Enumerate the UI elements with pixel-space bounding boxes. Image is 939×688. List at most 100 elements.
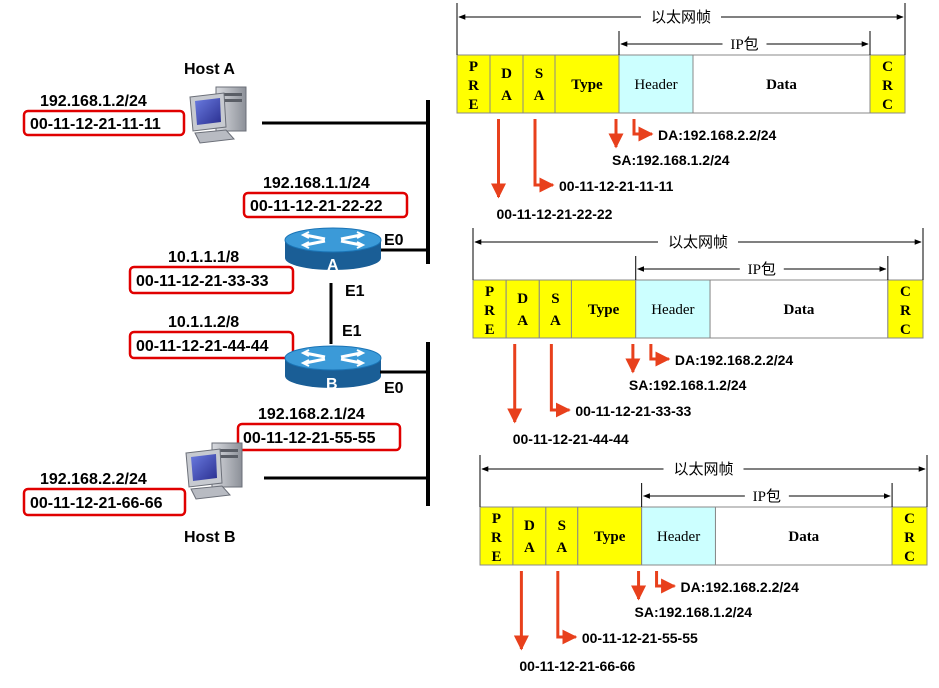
sa-letter: S bbox=[558, 518, 566, 534]
host-a-mac-box bbox=[22, 109, 186, 137]
field-header bbox=[641, 506, 716, 566]
router-a-e0-mac: 00-11-12-21-22-22 bbox=[250, 198, 383, 215]
field-header-label: Header bbox=[634, 77, 677, 93]
pre-letter: E bbox=[485, 322, 495, 338]
sa-letter: A bbox=[556, 540, 567, 556]
host-b-mac: 00-11-12-21-66-66 bbox=[30, 495, 163, 512]
field-header-label: Header bbox=[657, 529, 700, 545]
router-b-label: B bbox=[326, 376, 338, 393]
field-pre bbox=[479, 506, 514, 566]
src-mac-arrow bbox=[556, 571, 578, 645]
field-data-label: Data bbox=[784, 302, 815, 318]
pre-letter: R bbox=[484, 303, 495, 319]
src-mac-value: 00-11-12-21-33-33 bbox=[575, 403, 691, 419]
src-mac-arrow bbox=[533, 119, 555, 193]
router-a-e0-mac-box bbox=[242, 191, 409, 219]
src-mac-arrow bbox=[549, 344, 571, 418]
router-b-e0-mac: 00-11-12-21-55-55 bbox=[243, 430, 376, 447]
host-a-ip: 192.168.1.2/24 bbox=[40, 93, 147, 110]
field-type bbox=[570, 279, 637, 339]
field-da bbox=[512, 506, 547, 566]
field-pre bbox=[472, 279, 507, 339]
field-data-label: Data bbox=[788, 529, 819, 545]
router-a-label: A bbox=[327, 257, 339, 274]
router-a-e0-label: E0 bbox=[384, 232, 404, 249]
field-header-label: Header bbox=[651, 302, 694, 318]
pre-letter: P bbox=[485, 284, 494, 300]
router-a-e1-ip: 10.1.1.1/8 bbox=[168, 249, 239, 266]
pre-letter: P bbox=[492, 511, 501, 527]
pre-letter: P bbox=[469, 59, 478, 75]
ip-da-arrow bbox=[632, 119, 654, 142]
sa-letter: A bbox=[534, 88, 545, 104]
host-b-mac-box bbox=[22, 487, 187, 517]
ethernet-frame-label: 以太网帧 bbox=[673, 461, 733, 478]
router-b-e1-mac: 00-11-12-21-44-44 bbox=[136, 338, 269, 355]
da-letter: A bbox=[501, 88, 512, 104]
ip-da-arrow bbox=[655, 571, 677, 594]
field-da bbox=[505, 279, 540, 339]
crc-letter: R bbox=[900, 303, 911, 319]
sa-letter: S bbox=[551, 291, 559, 307]
ip-sa-value: SA:192.168.1.2/24 bbox=[629, 377, 747, 393]
crc-letter: C bbox=[900, 284, 911, 300]
field-crc bbox=[891, 506, 928, 566]
router-a-e1-mac: 00-11-12-21-33-33 bbox=[136, 273, 269, 290]
ip-da-value: DA:192.168.2.2/24 bbox=[658, 127, 777, 143]
pre-letter: R bbox=[491, 530, 502, 546]
pre-letter: E bbox=[468, 97, 478, 113]
field-da bbox=[489, 54, 524, 114]
field-data bbox=[709, 279, 889, 339]
crc-letter: C bbox=[904, 511, 915, 527]
field-pre bbox=[456, 54, 491, 114]
crc-letter: C bbox=[904, 549, 915, 565]
ip-da-arrow bbox=[649, 344, 671, 367]
pre-letter: E bbox=[491, 549, 501, 565]
router-a-e0-ip: 192.168.1.1/24 bbox=[263, 175, 370, 192]
router-b-e0-label: E0 bbox=[384, 380, 404, 397]
da-letter: D bbox=[501, 66, 512, 82]
router-b-e0-mac-box bbox=[236, 422, 402, 452]
src-mac-value: 00-11-12-21-55-55 bbox=[582, 630, 698, 646]
ip-packet-label: IP包 bbox=[753, 488, 781, 505]
field-crc bbox=[869, 54, 906, 114]
field-sa bbox=[538, 279, 572, 339]
ip-sa-value: SA:192.168.1.2/24 bbox=[635, 604, 753, 620]
da-letter: D bbox=[517, 291, 528, 307]
dst-mac-value: 00-11-12-21-66-66 bbox=[519, 658, 635, 674]
dst-mac-value: 00-11-12-21-22-22 bbox=[497, 206, 613, 222]
host-b-ip: 192.168.2.2/24 bbox=[40, 471, 147, 488]
sa-letter: S bbox=[535, 66, 543, 82]
dst-mac-value: 00-11-12-21-44-44 bbox=[513, 431, 629, 447]
ip-da-value: DA:192.168.2.2/24 bbox=[681, 579, 800, 595]
crc-letter: C bbox=[882, 59, 893, 75]
router-b-e0-ip: 192.168.2.1/24 bbox=[258, 406, 365, 423]
crc-letter: R bbox=[882, 78, 893, 94]
field-type-label: Type bbox=[571, 77, 603, 93]
field-header bbox=[618, 54, 694, 114]
field-header bbox=[635, 279, 711, 339]
host-a-name: Host A bbox=[184, 61, 235, 78]
da-letter: D bbox=[524, 518, 535, 534]
host-a-mac: 00-11-12-21-11-11 bbox=[30, 116, 161, 133]
crc-letter: R bbox=[904, 530, 915, 546]
src-mac-value: 00-11-12-21-11-11 bbox=[559, 178, 674, 194]
router-a-e1-mac-box bbox=[128, 265, 295, 295]
field-data-label: Data bbox=[766, 77, 797, 93]
da-letter: A bbox=[517, 313, 528, 329]
field-data bbox=[692, 54, 871, 114]
host-b-name: Host B bbox=[184, 529, 236, 546]
ethernet-frame-label: 以太网帧 bbox=[668, 234, 728, 251]
computer-icon bbox=[189, 86, 247, 144]
router-b-e1-mac-box bbox=[128, 330, 295, 360]
router-b-e1-ip: 10.1.1.2/8 bbox=[168, 314, 239, 331]
field-sa bbox=[522, 54, 556, 114]
field-type bbox=[577, 506, 643, 566]
ip-da-value: DA:192.168.2.2/24 bbox=[675, 352, 794, 368]
crc-letter: C bbox=[900, 322, 911, 338]
field-crc bbox=[887, 279, 924, 339]
ip-packet-label: IP包 bbox=[730, 36, 758, 53]
